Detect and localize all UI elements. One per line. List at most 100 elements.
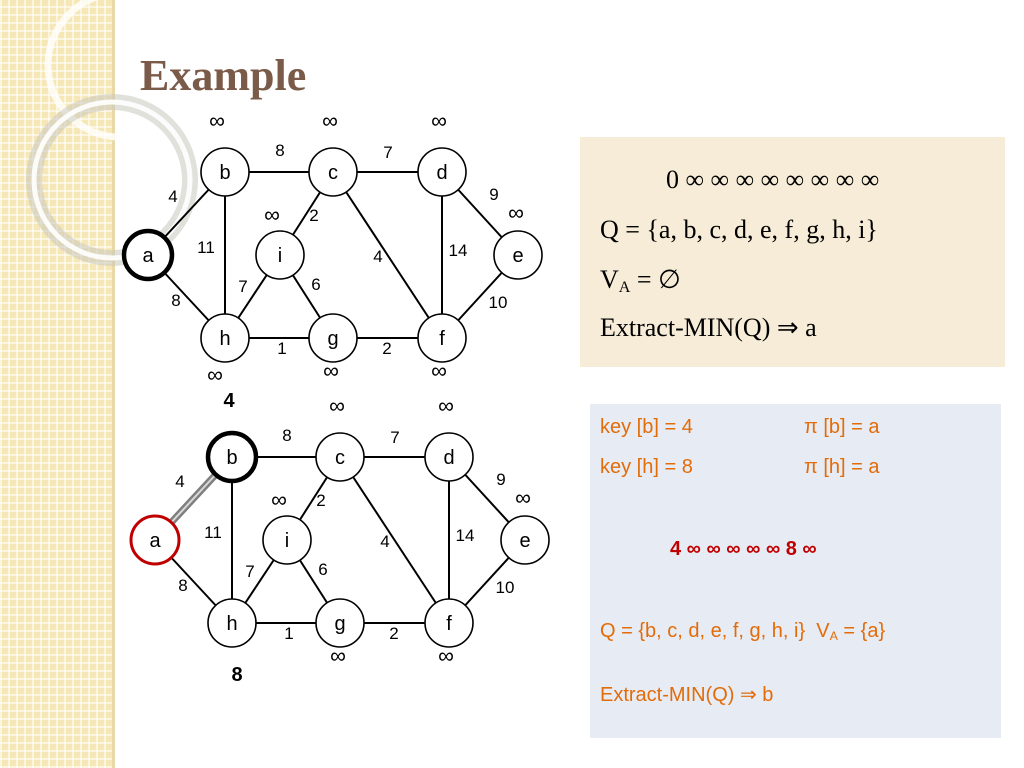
edge-weight: 14 [449, 241, 468, 260]
key-values-row: 0 ∞ ∞ ∞ ∞ ∞ ∞ ∞ ∞ [666, 165, 880, 194]
edge-weight: 2 [382, 339, 391, 358]
node-g [308, 313, 358, 363]
node-d [424, 432, 474, 482]
graph-after-step: 4 8 8 11 7 2 4 9 14 10 7 6 1 2 a b 4 c ∞ d ∞ e ∞ i ∞ h 8 g ∞ f ∞ [129, 390, 550, 686]
state-panel-step: key [b] = 4 π [b] = a key [h] = 8 π [h] … [590, 404, 1001, 738]
node-key-value: ∞ [330, 643, 346, 668]
node-c [315, 432, 365, 482]
edge-weight: 4 [168, 187, 177, 206]
edge-weight: 10 [496, 578, 515, 597]
node-key-value: 8 [231, 664, 242, 686]
node-i [255, 230, 305, 280]
node-label: g [334, 613, 345, 635]
node-label: b [226, 447, 237, 469]
key-h-assignment: key [h] = 8 [600, 456, 693, 478]
node-label: c [328, 162, 338, 184]
sidebar-edge [112, 0, 115, 768]
queue-visited-line: Q = {b, c, d, e, f, g, h, i} VA = {a} [600, 620, 886, 644]
extract-min-step: Extract-MIN(Q) ⇒ b [600, 684, 774, 706]
node-c [308, 147, 358, 197]
node-f [424, 598, 474, 648]
node-key-value: ∞ [438, 393, 454, 418]
node-label: d [436, 162, 447, 184]
edge-weight: 2 [316, 491, 325, 510]
node-d [417, 147, 467, 197]
node-key-value: ∞ [329, 393, 345, 418]
node-key-value: ∞ [431, 358, 447, 383]
edge-weight: 8 [282, 426, 291, 445]
slide-title: Example [140, 51, 307, 100]
node-a [129, 514, 181, 566]
node-i [262, 515, 312, 565]
node-h [200, 313, 250, 363]
node-label: b [219, 162, 230, 184]
state-panel-initial: 0 ∞ ∞ ∞ ∞ ∞ ∞ ∞ ∞ Q = {a, b, c, d, e, f,… [580, 137, 1005, 367]
node-g [315, 598, 365, 648]
node-label: i [278, 245, 282, 267]
visited-set: VA = ∅ [600, 265, 681, 297]
edge-weight: 7 [238, 277, 247, 296]
edge-weight: 7 [245, 562, 254, 581]
edge-weight: 7 [390, 428, 399, 447]
edge-weight: 8 [178, 576, 187, 595]
node-label: d [443, 447, 454, 469]
edge-weight: 4 [175, 472, 184, 491]
extract-min-step: Extract-MIN(Q) ⇒ a [600, 313, 817, 342]
node-key-value: ∞ [431, 108, 447, 133]
node-e [493, 230, 543, 280]
node-label: h [226, 613, 237, 635]
graph-initial: 4 8 8 11 7 2 4 9 14 10 7 6 1 2 a b ∞ c ∞ d ∞ e ∞ i ∞ h ∞ g ∞ f ∞ [121, 108, 543, 387]
node-b [205, 430, 259, 484]
node-key-value: ∞ [323, 358, 339, 383]
edge-weight: 2 [389, 624, 398, 643]
key-values-row: 4 ∞ ∞ ∞ ∞ ∞ 8 ∞ [670, 538, 817, 560]
node-label: c [335, 447, 345, 469]
node-key-value: ∞ [271, 487, 287, 512]
edge-weight: 2 [309, 206, 318, 225]
node-a [121, 228, 175, 282]
edge-weight: 14 [456, 526, 475, 545]
node-label: g [327, 328, 338, 350]
node-label: i [285, 530, 289, 552]
node-label: f [446, 613, 452, 635]
queue-set: Q = {a, b, c, d, e, f, g, h, i} [600, 215, 878, 244]
edge-weight: 9 [489, 185, 498, 204]
edge-c-f [332, 171, 443, 339]
node-key-value: ∞ [508, 200, 524, 225]
node-label: e [512, 245, 523, 267]
node-label: a [142, 245, 154, 267]
edge-weight: 8 [275, 141, 284, 160]
pi-h-assignment: π [h] = a [804, 456, 880, 478]
node-label: e [519, 530, 530, 552]
node-f [417, 313, 467, 363]
node-e [500, 515, 550, 565]
edge-weight: 7 [383, 143, 392, 162]
edge-weight: 4 [373, 247, 382, 266]
decorative-rings [26, 0, 198, 266]
key-b-assignment: key [b] = 4 [600, 416, 693, 438]
pi-b-assignment: π [b] = a [804, 416, 880, 438]
node-key-value: ∞ [264, 202, 280, 227]
node-label: h [219, 328, 230, 350]
edge-c-f [339, 456, 450, 624]
edge-weight: 6 [318, 560, 327, 579]
node-label: f [439, 328, 445, 350]
node-h [207, 598, 257, 648]
edge-weight: 8 [171, 291, 180, 310]
edge-weight: 6 [311, 275, 320, 294]
edge-weight: 1 [277, 339, 286, 358]
edge-weight: 10 [489, 293, 508, 312]
node-key-value: 4 [223, 390, 235, 412]
node-key-value: ∞ [322, 108, 338, 133]
node-key-value: ∞ [207, 362, 223, 387]
edge-weight: 11 [204, 523, 222, 542]
node-key-value: ∞ [438, 643, 454, 668]
node-label: a [149, 530, 161, 552]
node-key-value: ∞ [209, 108, 225, 133]
node-b [200, 147, 250, 197]
edge-weight: 11 [197, 238, 215, 257]
edge-weight: 9 [496, 470, 505, 489]
edge-weight: 4 [380, 532, 389, 551]
node-key-value: ∞ [515, 485, 531, 510]
edge-weight: 1 [284, 624, 293, 643]
